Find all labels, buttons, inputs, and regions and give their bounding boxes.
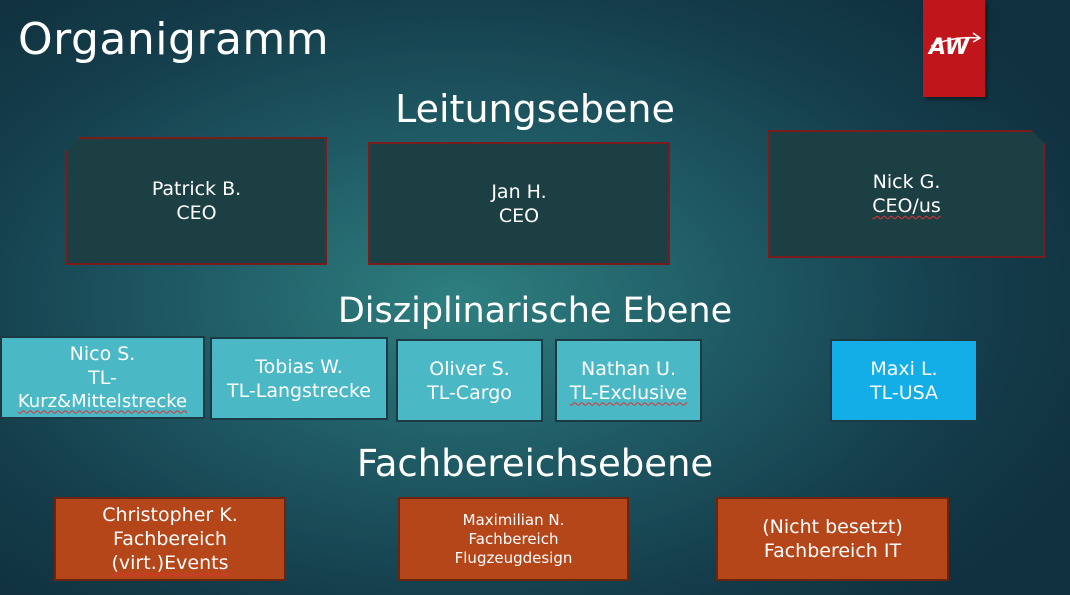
- org-box-nico: Nico S. TL- Kurz&Mittelstrecke: [0, 336, 205, 419]
- org-box-tobias: Tobias W. TL-Langstrecke: [210, 337, 388, 420]
- org-box-vacant-it: (Nicht besetzt) Fachbereich IT: [716, 497, 949, 581]
- person-role: TL-Langstrecke: [227, 379, 371, 402]
- person-role: CEO: [176, 202, 217, 224]
- person-name: Christopher K.: [102, 504, 238, 526]
- person-name: Nico S.: [69, 342, 136, 365]
- person-name: (Nicht besetzt): [762, 516, 903, 538]
- person-name: Tobias W.: [255, 355, 343, 378]
- org-box-maximilian: Maximilian N. Fachbereich Flugzeugdesign: [398, 497, 629, 581]
- person-role-line2: Flugzeugdesign: [454, 548, 573, 567]
- person-name: Patrick B.: [151, 178, 242, 200]
- heading-fachbereichsebene: Fachbereichsebene: [356, 442, 714, 485]
- page-title: Organigramm: [18, 14, 330, 65]
- person-name: Maxi L.: [870, 357, 938, 380]
- person-role: Fachbereich IT: [763, 540, 902, 562]
- person-role: CEO: [498, 204, 540, 227]
- org-box-christopher: Christopher K. Fachbereich (virt.)Events: [54, 497, 286, 581]
- heading-leitungsebene: Leitungsebene: [395, 87, 675, 131]
- person-role-line2: (virt.)Events: [111, 552, 229, 574]
- person-name: Nick G.: [872, 171, 941, 193]
- person-name: Oliver S.: [429, 357, 510, 380]
- person-name: Jan H.: [491, 180, 547, 203]
- person-role-line1: TL-: [88, 366, 117, 389]
- heading-disziplinarische-ebene: Disziplinarische Ebene: [337, 291, 733, 331]
- person-role: CEO/us: [872, 195, 941, 217]
- org-box-oliver: Oliver S. TL-Cargo: [396, 339, 543, 422]
- aw-logo: AW: [923, 0, 985, 97]
- aw-logo-icon: AW: [927, 32, 982, 60]
- person-role: TL-Exclusive: [569, 381, 688, 404]
- org-box-nick: Nick G. CEO/us: [768, 130, 1045, 258]
- person-name: Nathan U.: [580, 357, 677, 380]
- org-box-nathan: Nathan U. TL-Exclusive: [555, 339, 702, 422]
- person-role: TL-USA: [869, 381, 939, 404]
- person-role-line1: Fachbereich: [113, 528, 227, 550]
- person-name: Maximilian N.: [462, 510, 565, 529]
- person-role: TL-Cargo: [427, 381, 512, 404]
- org-box-maxi: Maxi L. TL-USA: [830, 339, 978, 422]
- person-role-line2: Kurz&Mittelstrecke: [17, 390, 188, 412]
- person-role-line1: Fachbereich: [468, 529, 559, 548]
- org-box-jan: Jan H. CEO: [368, 142, 670, 265]
- svg-text:AW: AW: [927, 35, 971, 60]
- org-box-patrick: Patrick B. CEO: [66, 137, 327, 265]
